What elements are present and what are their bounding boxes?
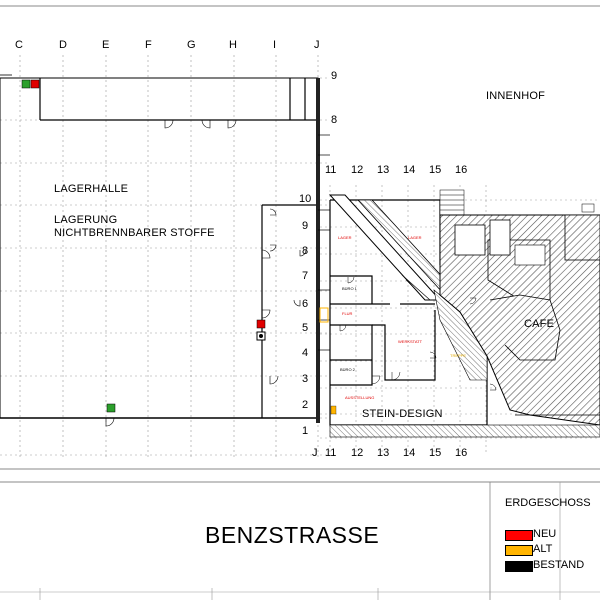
wall-j: [316, 78, 320, 423]
col-label-i: I: [273, 39, 277, 51]
legend-label-alt: ALT: [533, 543, 553, 555]
doors: [105, 119, 307, 427]
col-label-16-bottom: 16: [455, 447, 468, 459]
col-label-j-bottom: J: [312, 447, 318, 459]
col-label-13-bottom: 13: [377, 447, 390, 459]
room-lagerhalle: LAGERHALLE: [54, 183, 129, 195]
room-lager-b: LAGER: [408, 235, 422, 240]
row-label-8-left: 8: [331, 114, 338, 126]
legend-label-bestand: BESTAND: [533, 559, 585, 571]
fixture-green-2: [106, 403, 116, 413]
fixture-red-2: [256, 319, 266, 329]
col-label-h: H: [229, 39, 237, 51]
street-name: BENZSTRASSE: [205, 522, 380, 548]
stair-top: [439, 189, 465, 216]
room-werkstatt: WERKSTATT: [398, 339, 423, 344]
col-label-15-top: 15: [429, 164, 442, 176]
legend-swatch-bestand: [505, 561, 533, 572]
row-label-1: 1: [302, 425, 309, 437]
col-label-13-top: 13: [377, 164, 390, 176]
legend-label-neu: NEU: [533, 528, 557, 540]
room-buero1: BÜRO 1: [342, 286, 357, 291]
legend-swatch-alt: [505, 545, 533, 556]
room-innenhof: INNENHOF: [486, 90, 546, 102]
room-stein-design: STEIN-DESIGN: [362, 408, 443, 420]
col-label-12-top: 12: [351, 164, 364, 176]
col-label-11-top: 11: [325, 164, 337, 176]
col-label-14-bottom: 14: [403, 447, 416, 459]
row-label-6: 6: [302, 298, 309, 310]
col-label-15-bottom: 15: [429, 447, 442, 459]
col-label-e: E: [102, 39, 110, 51]
legend-swatch-neu: [505, 530, 533, 541]
col-label-11-bottom: 11: [325, 447, 337, 459]
floor-title: ERDGESCHOSS: [505, 497, 591, 509]
row-label-2: 2: [302, 399, 309, 411]
row-label-5: 5: [302, 322, 309, 334]
row-label-8: 8: [302, 245, 309, 257]
left-grid: [0, 55, 330, 460]
room-ausstellung: AUSSTELLUNG: [345, 395, 375, 400]
room-treppe: TREPPE: [450, 353, 467, 358]
room-buero2: BÜRO 2: [340, 367, 355, 372]
room-lagerung-line2: NICHTBRENNBARER STOFFE: [54, 227, 215, 239]
row-label-10: 10: [299, 193, 312, 205]
col-label-d: D: [59, 39, 67, 51]
fixture-red-1: [30, 79, 40, 89]
room-cafe: CAFE: [524, 318, 555, 330]
col-label-g: G: [187, 39, 196, 51]
col-label-f: F: [145, 39, 152, 51]
room-lagerung-line1: LAGERUNG: [54, 214, 118, 226]
room-flur: FLUR: [342, 311, 353, 316]
room-lager-a: LAGER: [338, 235, 352, 240]
cafe-area: [439, 203, 600, 426]
row-label-9-left: 9: [331, 70, 338, 82]
row-label-9: 9: [302, 220, 309, 232]
col-label-14-top: 14: [403, 164, 416, 176]
bottom-strip: [329, 424, 600, 438]
col-label-12-bottom: 12: [351, 447, 364, 459]
row-label-4: 4: [302, 347, 309, 359]
row-label-7: 7: [302, 270, 309, 282]
col-label-j: J: [314, 39, 320, 51]
col-label-16-top: 16: [455, 164, 468, 176]
fixture-green-1: [21, 79, 31, 89]
col-label-c: C: [15, 39, 23, 51]
row-label-3: 3: [302, 373, 309, 385]
